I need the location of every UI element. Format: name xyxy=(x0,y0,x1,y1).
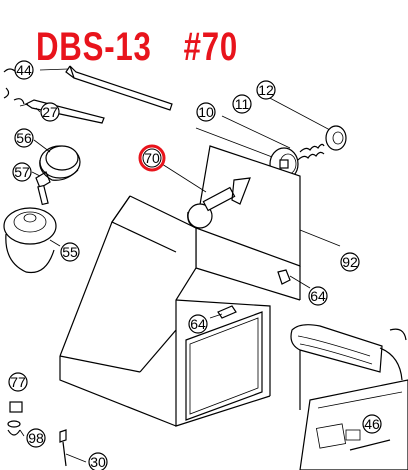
svg-text:44: 44 xyxy=(16,62,32,78)
callout-64-upper: 64 xyxy=(308,286,328,306)
svg-text:77: 77 xyxy=(10,374,26,390)
svg-text:64: 64 xyxy=(310,288,326,304)
callout-98: 98 xyxy=(26,428,46,448)
svg-text:64: 64 xyxy=(190,316,206,332)
callout-44: 44 xyxy=(14,60,34,80)
callout-30: 30 xyxy=(88,452,108,470)
callout-55: 55 xyxy=(60,242,80,262)
svg-text:57: 57 xyxy=(14,164,30,180)
callout-77: 77 xyxy=(8,372,28,392)
callout-10: 10 xyxy=(196,102,216,122)
svg-text:55: 55 xyxy=(62,244,78,260)
shaft-57 xyxy=(35,171,51,206)
diagram-title: DBS-13 #70 xyxy=(36,25,239,69)
callout-57: 57 xyxy=(12,162,32,182)
callout-56: 56 xyxy=(14,128,34,148)
main-housing-92 xyxy=(59,145,341,427)
hex-wrench-44 xyxy=(65,65,173,111)
svg-text:46: 46 xyxy=(364,416,380,432)
hex-wrench-27 xyxy=(19,99,105,124)
screw-64-lower xyxy=(209,305,237,319)
small-parts-left xyxy=(7,401,87,467)
callout-46: 46 xyxy=(362,414,382,434)
callout-92: 92 xyxy=(340,252,360,272)
callout-11: 11 xyxy=(232,94,252,114)
part-70 xyxy=(161,163,251,229)
screw-64-upper xyxy=(277,269,311,289)
svg-text:30: 30 xyxy=(90,454,106,470)
callout-64-lower: 64 xyxy=(188,314,208,334)
wheel-assembly xyxy=(195,95,347,181)
callout-70-highlighted: 70 xyxy=(138,144,166,172)
base-55 xyxy=(3,207,57,274)
svg-text:12: 12 xyxy=(258,82,274,98)
svg-text:10: 10 xyxy=(198,104,214,120)
svg-text:70: 70 xyxy=(144,150,160,166)
callout-12: 12 xyxy=(256,80,276,100)
motor-assembly-46 xyxy=(290,324,408,470)
svg-text:27: 27 xyxy=(42,104,58,120)
svg-text:56: 56 xyxy=(16,130,32,146)
callout-27: 27 xyxy=(40,102,60,122)
svg-text:98: 98 xyxy=(28,430,44,446)
knob-56 xyxy=(39,145,81,181)
svg-text:92: 92 xyxy=(342,254,358,270)
svg-text:11: 11 xyxy=(235,96,250,112)
